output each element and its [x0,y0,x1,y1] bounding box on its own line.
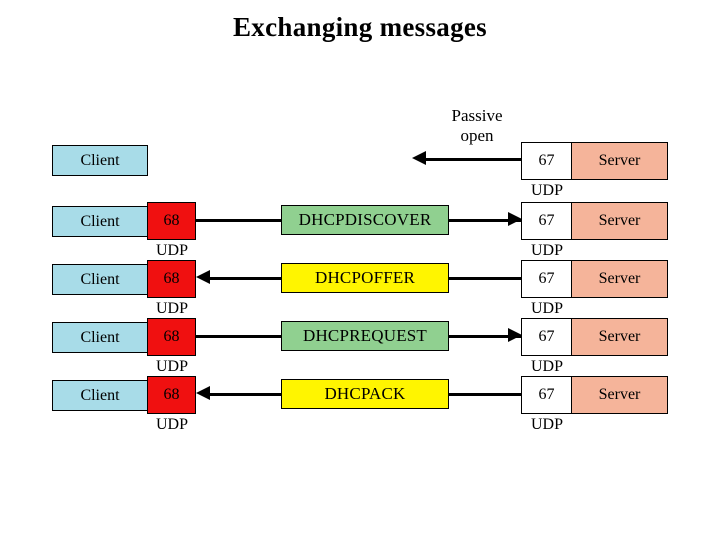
connector-line-right [448,277,522,280]
connector-line [418,158,522,161]
client-box: Client [52,206,148,237]
diagram-row-dhcprequest: Client 68 UDP DHCPREQUEST 67 Server UDP [0,314,720,375]
server-port-box: 67 [521,260,572,298]
server-box: Server [571,318,668,356]
connector-line-left [196,335,292,338]
server-port-box: 67 [521,318,572,356]
message-box-dhcpdiscover: DHCPDISCOVER [281,205,449,235]
arrow-head-right [508,328,522,342]
client-udp-label: UDP [155,358,188,375]
arrow-head-left [196,270,210,284]
passive-open-annotation: Passive open [418,106,536,145]
passive-open-line-2: open [460,125,494,145]
connector-line-left [202,393,292,396]
arrow-head-left [196,386,210,400]
client-udp-label: UDP [155,416,188,433]
client-udp-label: UDP [155,242,188,259]
server-box: Server [571,202,668,240]
client-port-box: 68 [147,260,196,298]
server-udp-label: UDP [530,358,563,375]
connector-line-left [196,219,292,222]
diagram-row-dhcpdiscover: Client 68 UDP DHCPDISCOVER 67 Server UDP [0,198,720,259]
client-box: Client [52,264,148,295]
server-port-box: 67 [521,202,572,240]
server-port-box: 67 [521,142,572,180]
server-udp-label: UDP [530,242,563,259]
client-port-box: 68 [147,376,196,414]
client-box: Client [52,380,148,411]
client-box: Client [52,145,148,176]
client-port-box: 68 [147,318,196,356]
connector-line-left [202,277,292,280]
server-udp-label: UDP [530,300,563,317]
client-port-box: 68 [147,202,196,240]
client-udp-label: UDP [155,300,188,317]
client-box: Client [52,322,148,353]
server-box: Server [571,376,668,414]
connector-line-right [448,393,522,396]
diagram-row-dhcpack: Client 68 UDP DHCPACK 67 Server UDP [0,372,720,433]
server-box: Server [571,260,668,298]
connector-line-right [448,335,522,338]
server-udp-label: UDP [530,182,563,199]
diagram-row-dhcpoffer: Client 68 UDP DHCPOFFER 67 Server UDP [0,256,720,317]
diagram-row-passive-open: Client 67 Server UDP [0,140,720,200]
server-port-box: 67 [521,376,572,414]
message-box-dhcpoffer: DHCPOFFER [281,263,449,293]
connector-line-right [448,219,522,222]
arrow-head-left [412,151,426,165]
passive-open-line-1: Passive [451,106,503,125]
server-box: Server [571,142,668,180]
page-title: Exchanging messages [233,12,487,42]
message-box-dhcpack: DHCPACK [281,379,449,409]
arrow-head-right [508,212,522,226]
server-udp-label: UDP [530,416,563,433]
message-box-dhcprequest: DHCPREQUEST [281,321,449,351]
